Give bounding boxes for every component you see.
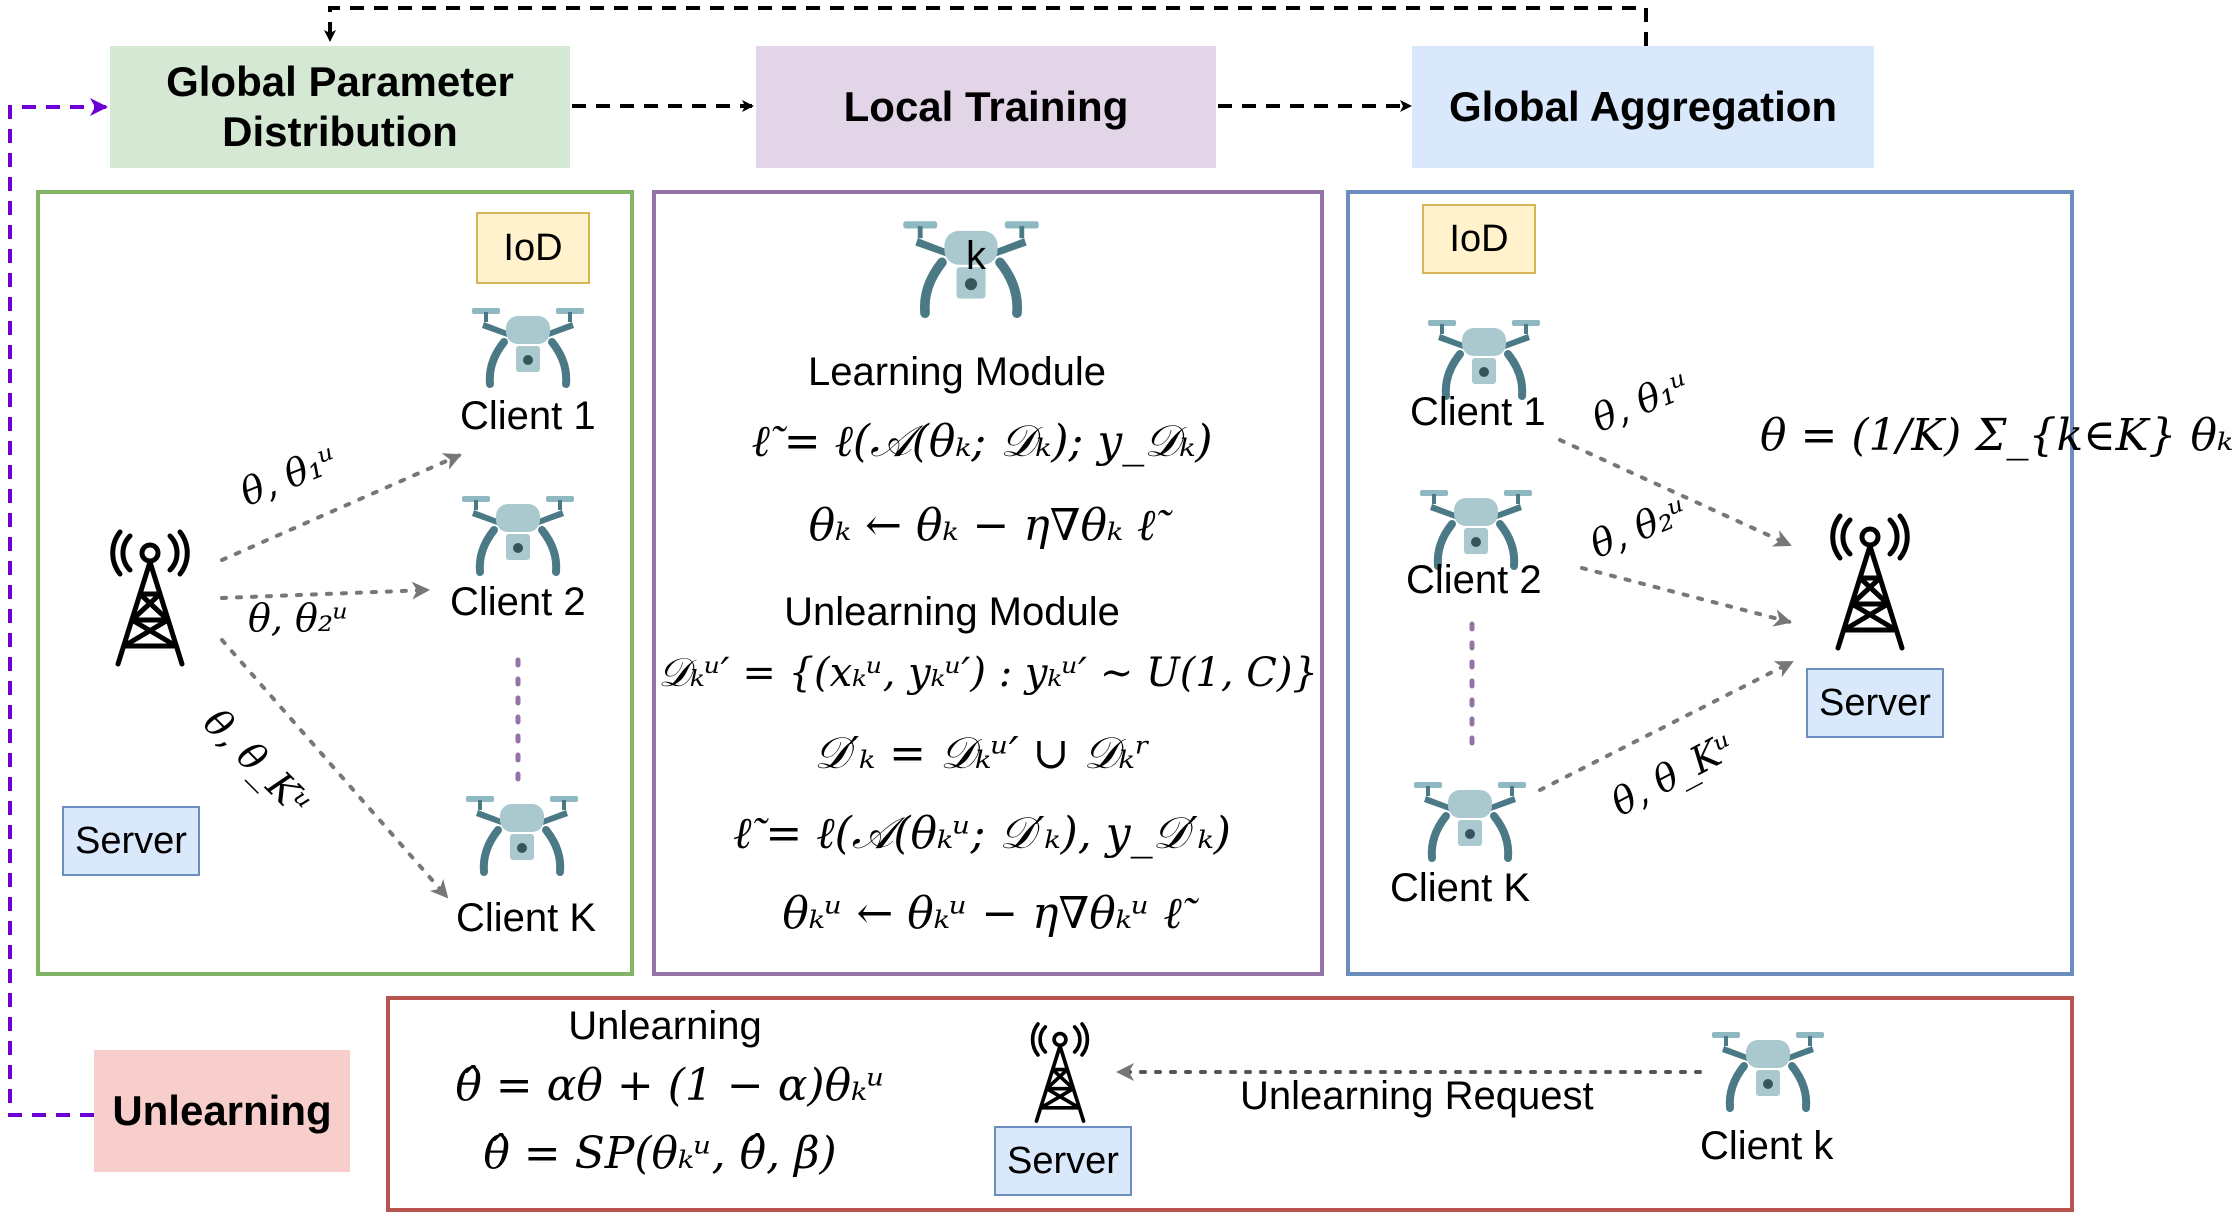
- stage-local-training: Local Training: [756, 46, 1216, 168]
- unlearning-eq-update: θₖᵘ ← θₖᵘ − η∇θₖᵘ ℓ̃: [782, 888, 1182, 939]
- edge-clientK-server: [1538, 660, 1794, 792]
- learning-eq-loss: ℓ̃ = ℓ(𝒜(θₖ; 𝒟ₖ); y_𝒟ₖ): [751, 416, 1213, 467]
- unlearning-eq-union: 𝒟′ₖ = 𝒟ₖᵘ′ ∪ 𝒟ₖʳ: [814, 728, 1150, 779]
- edge-label-left-2: θ, θ₂ᵘ: [248, 596, 349, 640]
- iod-tag-right: IoD: [1422, 204, 1536, 274]
- panel-distribution: [36, 190, 634, 976]
- server-label-right: Server: [1806, 668, 1944, 738]
- drone-icon-right-clientK: [1414, 782, 1526, 862]
- drone-icon-left-client1: [472, 308, 584, 388]
- drone-icon-right-client1: [1428, 320, 1540, 400]
- learning-eq-update: θₖ ← θₖ − η∇θₖ ℓ̃: [808, 500, 1156, 551]
- unlearning-eq-interpolation: θ̂ = αθ + (1 − α)θₖᵘ: [455, 1060, 885, 1111]
- aggregation-equation: θ = (1/K) Σ_{k∈K} θₖ: [1760, 410, 2233, 461]
- edge-client1-server: [1558, 438, 1792, 547]
- unlearning-title: Unlearning: [568, 1004, 762, 1048]
- client-label-right-K: Client K: [1390, 866, 1531, 910]
- fl-unlearning-diagram: Global Parameter Distribution Local Trai…: [8, 6, 2233, 1212]
- edge-server-client2: [220, 581, 430, 600]
- drone-icon-local-client: [903, 221, 1039, 318]
- server-label-bottom: Server: [994, 1126, 1132, 1196]
- tower-icon-left-server: [110, 529, 190, 667]
- tower-icon-right-server: [1830, 513, 1910, 651]
- arrow-unlearning-to-distribution: [8, 98, 108, 1117]
- unlearning-eq-sp: θ̂ = SP(θₖᵘ, θ̂, β): [483, 1128, 837, 1179]
- client-label-right-2: Client 2: [1406, 558, 1542, 602]
- unlearning-eq-loss: ℓ̃ = ℓ(𝒜(θₖᵘ; 𝒟′ₖ), y_𝒟′ₖ): [733, 808, 1231, 859]
- client-label-left-1: Client 1: [460, 394, 596, 438]
- drone-label-k: k: [966, 234, 986, 278]
- stage-global-aggregation: Global Aggregation: [1412, 46, 1874, 168]
- drone-icon-right-client2: [1420, 490, 1532, 570]
- edge-server-client1: [220, 453, 462, 562]
- drone-icon-left-client2: [462, 496, 574, 576]
- client-label-left-K: Client K: [456, 896, 597, 940]
- unlearning-request-label: Unlearning Request: [1240, 1074, 1594, 1118]
- unlearning-module-title: Unlearning Module: [784, 590, 1120, 634]
- panel-local-training: [652, 190, 1324, 976]
- edge-client2-server: [1580, 566, 1792, 627]
- client-label-right-1: Client 1: [1410, 390, 1546, 434]
- unlearning-eq-relabel: 𝒟ₖᵘ′ = {(xₖᵘ, yₖᵘ′) : yₖᵘ′ ∼ U(1, C)}: [658, 650, 1318, 696]
- tower-icon-bottom-server: [1030, 1022, 1090, 1123]
- stage-unlearning: Unlearning: [94, 1050, 350, 1172]
- learning-module-title: Learning Module: [808, 350, 1106, 394]
- panel-unlearning: [386, 996, 2074, 1212]
- connector-lines: [8, 6, 1794, 1117]
- edge-server-clientK: [220, 638, 449, 899]
- panel-aggregation: [1346, 190, 2074, 976]
- client-label-bottom-k: Client k: [1700, 1124, 1834, 1168]
- client-label-left-2: Client 2: [450, 580, 586, 624]
- stage-global-parameter-distribution: Global Parameter Distribution: [110, 46, 570, 168]
- drone-icon-left-clientK: [466, 796, 578, 876]
- arrow-aggregation-loop-back: [324, 6, 1648, 46]
- server-label-left: Server: [62, 806, 200, 876]
- iod-tag-left: IoD: [476, 212, 590, 284]
- drone-icon-bottom-clientk: [1712, 1032, 1824, 1112]
